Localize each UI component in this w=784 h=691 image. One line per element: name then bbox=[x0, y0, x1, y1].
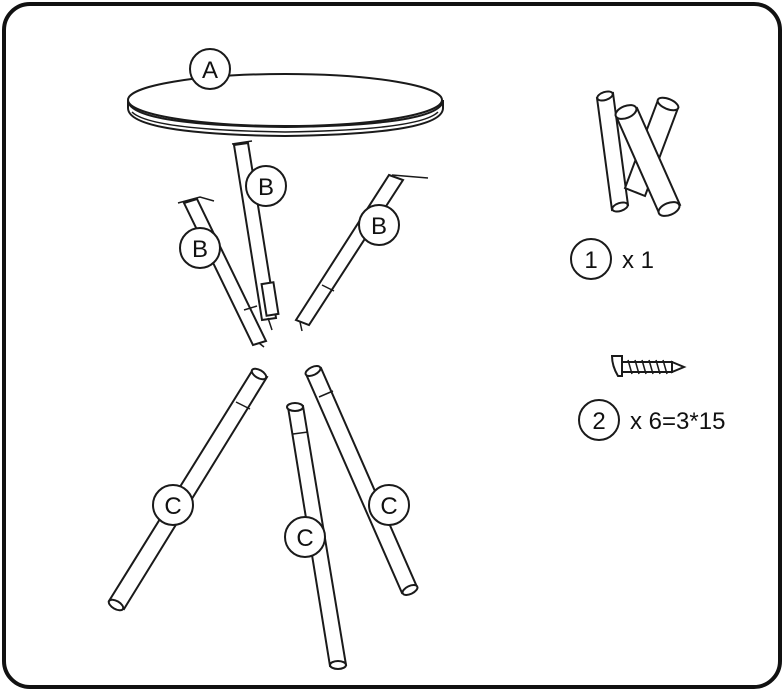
callout-b-right: B bbox=[358, 204, 400, 246]
callout-c-right: C bbox=[368, 484, 410, 526]
callout-a-label: A bbox=[202, 57, 218, 84]
hardware-2-quantity: x 6=3*15 bbox=[630, 408, 725, 435]
callout-c-label: C bbox=[164, 493, 181, 520]
upper-leg-b-center bbox=[231, 140, 280, 331]
screw-icon bbox=[610, 355, 687, 377]
tube-connector-icon bbox=[595, 90, 682, 217]
callout-c-label: C bbox=[296, 525, 313, 552]
callout-b-label: B bbox=[192, 236, 208, 263]
lower-leg-c-right bbox=[304, 365, 419, 596]
lower-leg-c-left bbox=[107, 367, 269, 612]
hardware-item-1: 1 x 1 bbox=[570, 238, 654, 280]
callout-a: A bbox=[189, 48, 231, 90]
callout-c-label: C bbox=[380, 493, 397, 520]
hardware-item-2: 2 x 6=3*15 bbox=[578, 399, 725, 441]
callout-b-left: B bbox=[179, 227, 221, 269]
hardware-2-number: 2 bbox=[592, 408, 605, 435]
hardware-1-number: 1 bbox=[584, 247, 597, 274]
hardware-1-quantity: x 1 bbox=[622, 247, 654, 274]
callout-b-center: B bbox=[245, 165, 287, 207]
table-top-part-a bbox=[127, 73, 444, 138]
callout-b-label: B bbox=[371, 213, 387, 240]
callout-c-center: C bbox=[284, 516, 326, 558]
callout-c-left: C bbox=[152, 484, 194, 526]
callout-b-label: B bbox=[258, 174, 274, 201]
